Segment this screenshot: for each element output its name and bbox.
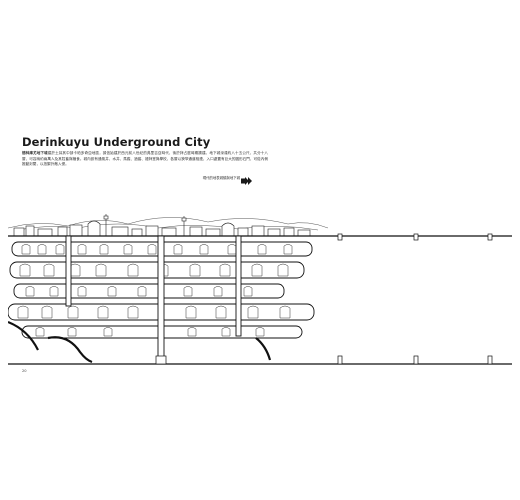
arrow-right-icon <box>241 177 252 185</box>
figure-caption: 現代的地表城鎮與地下城 <box>202 176 240 180</box>
article-title: Derinkuyu Underground City <box>22 135 211 149</box>
ventilation-shafts <box>65 235 242 365</box>
ground-posts <box>337 233 493 241</box>
chamber-niches <box>17 244 293 337</box>
page-number: 20 <box>22 369 27 373</box>
surface-town <box>13 214 311 237</box>
tunnels <box>8 320 272 364</box>
underground-city-illustration <box>8 214 512 365</box>
article-body-lead: 德林庫尤地下城 <box>22 151 48 155</box>
article-body-rest: 建於土耳其中部卡帕多奇亞地區，據信始建於西元前八世紀的弗里吉亞時代，後於拜占庭時… <box>22 151 269 167</box>
deep-posts <box>155 355 493 365</box>
article-body: 德林庫尤地下城建於土耳其中部卡帕多奇亞地區，據信始建於西元前八世紀的弗里吉亞時代… <box>22 151 268 168</box>
